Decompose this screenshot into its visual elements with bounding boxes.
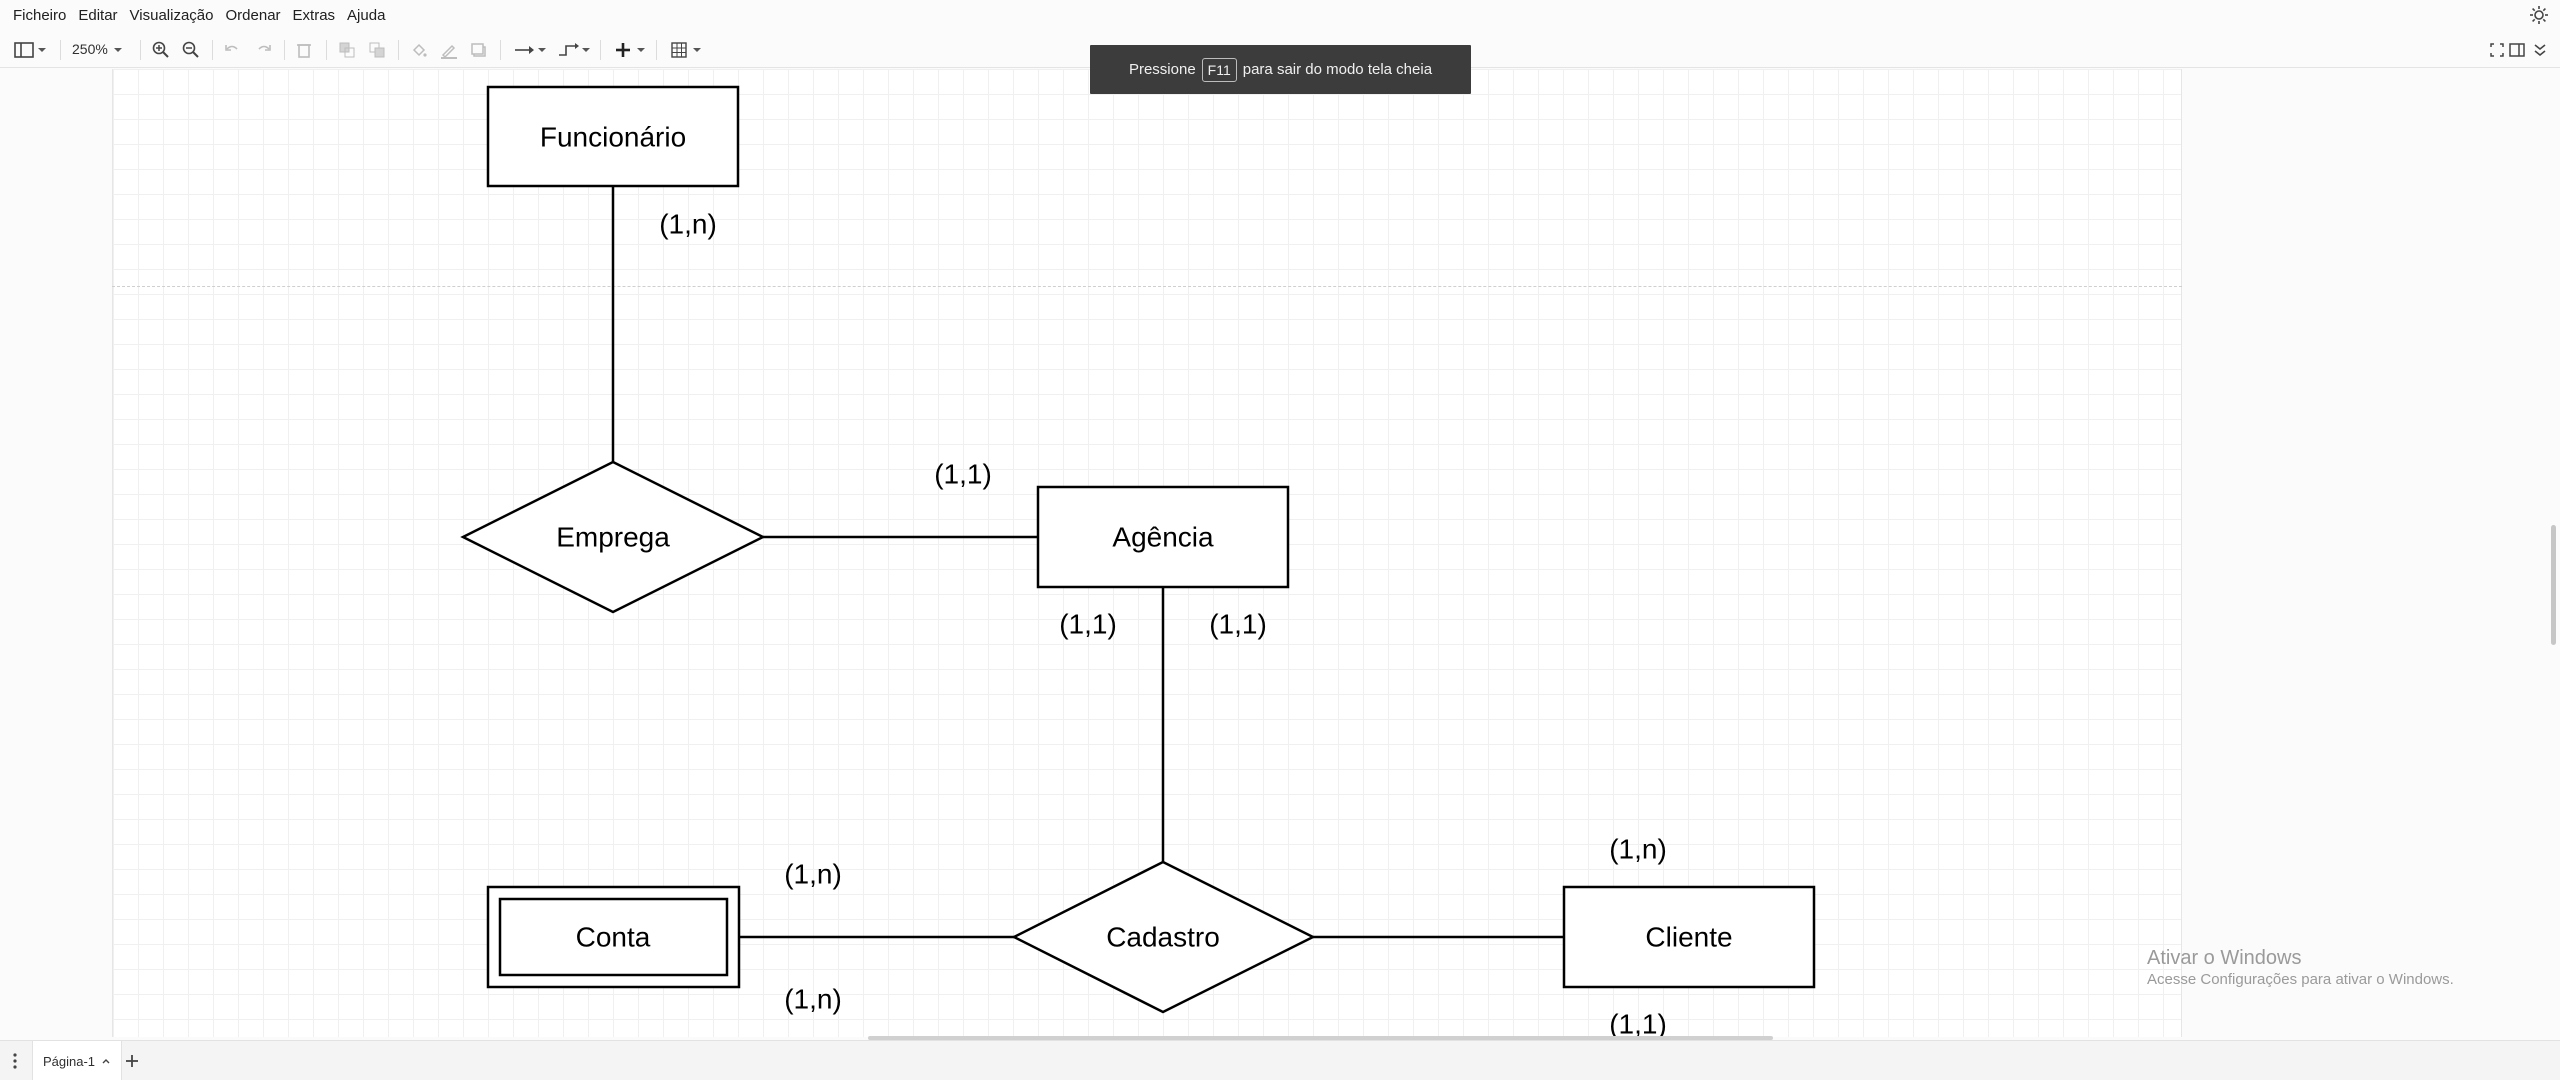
toast-text-after: para sair do modo tela cheia: [1242, 61, 1433, 78]
page-tab[interactable]: Página-1: [32, 1041, 123, 1080]
to-front-icon[interactable]: [336, 39, 358, 61]
toolbar-separator: [656, 40, 657, 60]
toolbar-separator: [212, 40, 213, 60]
relationship-emprega[interactable]: [460, 460, 766, 614]
split-panel-icon[interactable]: [2506, 39, 2528, 61]
toolbar-separator: [500, 40, 501, 60]
entity-label: Agência: [1112, 522, 1214, 553]
watermark-subtitle: Acesse Configurações para ativar o Windo…: [2147, 971, 2454, 988]
horizontal-scrollbar[interactable]: [868, 1036, 1773, 1040]
zoom-in-icon[interactable]: [150, 39, 172, 61]
entity-label: Funcionário: [540, 122, 686, 153]
line-color-icon[interactable]: [438, 39, 460, 61]
page-break-line: [112, 286, 2182, 287]
footer-bar: Página-1: [0, 1040, 2560, 1080]
waypoints-icon[interactable]: [556, 39, 592, 61]
windows-activation-watermark: Ativar o Windows Acesse Configurações pa…: [2147, 946, 2454, 990]
connection-icon[interactable]: [512, 39, 548, 61]
toolbar-separator: [284, 40, 285, 60]
cardinality-label[interactable]: (1,n): [784, 859, 842, 890]
toolbar-separator: [398, 40, 399, 60]
entity-conta-inner: [498, 897, 729, 977]
toast-key: F11: [1201, 57, 1237, 82]
menu-ficheiro[interactable]: Ficheiro: [13, 7, 67, 24]
toolbar-separator: [326, 40, 327, 60]
relationship-label: Cadastro: [1106, 922, 1220, 953]
to-back-icon[interactable]: [366, 39, 388, 61]
toolbar-separator: [60, 40, 61, 60]
collapse-icon[interactable]: [2530, 39, 2550, 61]
redo-icon[interactable]: [254, 39, 274, 61]
fill-color-icon[interactable]: [408, 39, 430, 61]
fullscreen-toast: Pressione F11 para sair do modo tela che…: [1090, 45, 1471, 94]
toast-text-before: Pressione: [1128, 61, 1196, 78]
vertical-scrollbar[interactable]: [2551, 525, 2556, 645]
cardinality-label[interactable]: (1,1): [934, 459, 992, 490]
chevron-down-icon[interactable]: [110, 39, 126, 61]
pages-menu-icon[interactable]: [10, 1051, 20, 1071]
menu-visualizacao[interactable]: Visualização: [129, 7, 214, 24]
chevron-up-icon[interactable]: [101, 1054, 111, 1069]
undo-icon[interactable]: [222, 39, 242, 61]
watermark-title: Ativar o Windows: [2147, 947, 2302, 969]
menu-ajuda[interactable]: Ajuda: [347, 7, 386, 24]
entity-funcionario[interactable]: [486, 85, 740, 188]
relationship-cadastro[interactable]: [1011, 860, 1316, 1014]
page-tab-label: Página-1: [43, 1053, 96, 1069]
zoom-level[interactable]: 250%: [72, 41, 108, 57]
menu-ordenar[interactable]: Ordenar: [225, 7, 281, 24]
cardinality-label[interactable]: (1,1): [1059, 609, 1117, 640]
menu-extras[interactable]: Extras: [292, 7, 336, 24]
cardinality-label[interactable]: (1,n): [784, 984, 842, 1015]
zoom-out-icon[interactable]: [180, 39, 202, 61]
entity-agencia[interactable]: [1036, 485, 1290, 589]
cardinality-label[interactable]: (1,1): [1609, 1009, 1667, 1040]
menubar: Ficheiro Editar Visualização Ordenar Ext…: [0, 0, 2560, 32]
cardinality-label[interactable]: (1,n): [1609, 834, 1667, 865]
entity-label: Conta: [576, 922, 651, 953]
menu-editar[interactable]: Editar: [78, 7, 118, 24]
theme-icon[interactable]: [2528, 4, 2550, 26]
cardinality-label[interactable]: (1,1): [1209, 609, 1267, 640]
insert-icon[interactable]: [612, 39, 648, 61]
table-icon[interactable]: [668, 39, 704, 61]
toolbar-separator: [140, 40, 141, 60]
add-page-icon[interactable]: [122, 1051, 142, 1071]
entity-label: Cliente: [1645, 922, 1732, 953]
delete-icon[interactable]: [294, 39, 314, 61]
shadow-icon[interactable]: [468, 39, 490, 61]
relationship-label: Emprega: [556, 522, 670, 553]
fullscreen-icon[interactable]: [2488, 39, 2506, 61]
toolbar-separator: [600, 40, 601, 60]
format-panel-icon[interactable]: [12, 39, 48, 61]
entity-cliente[interactable]: [1562, 885, 1816, 989]
cardinality-label[interactable]: (1,n): [659, 209, 717, 240]
